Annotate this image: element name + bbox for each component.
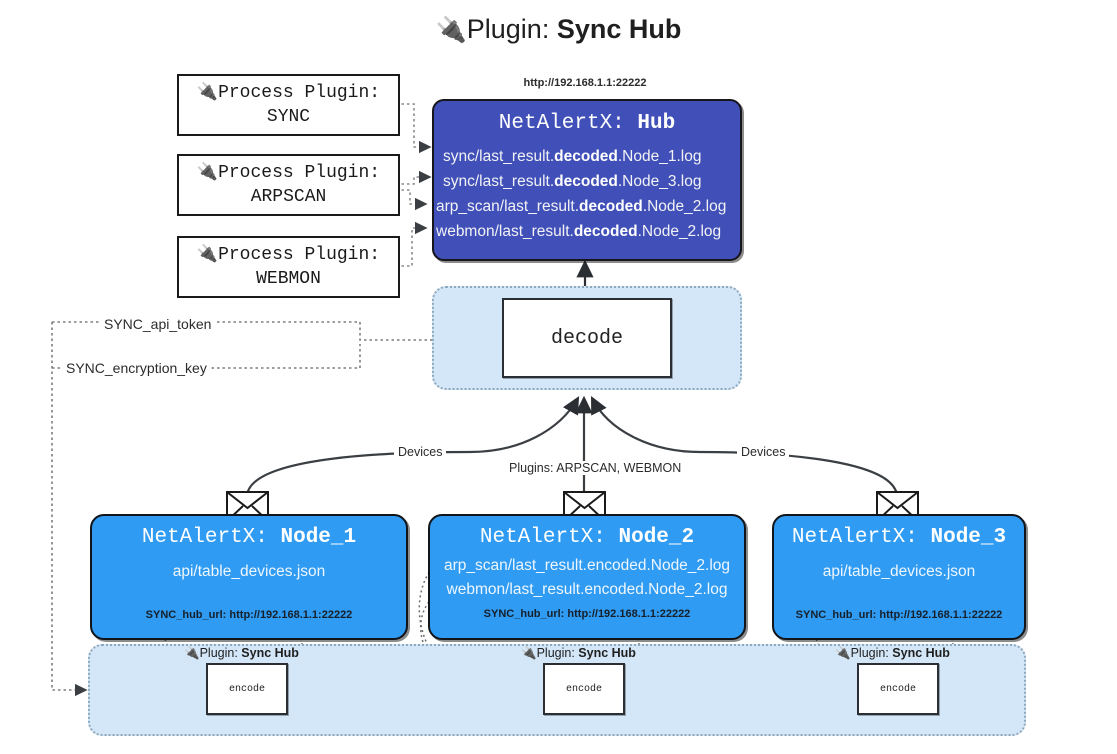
hub-log-line: sync/last_result.decoded.Node_1.log bbox=[443, 148, 702, 165]
node-data-line: arp_scan/last_result.encoded.Node_2.log bbox=[443, 557, 731, 574]
encoder-plugin-label-2: 🔌Plugin: Sync Hub bbox=[521, 645, 636, 660]
encode-box-1[interactable]: encode bbox=[206, 663, 288, 715]
page-title-prefix: Plugin: bbox=[466, 14, 550, 44]
hub-node[interactable]: NetAlertX: Hub sync/last_result.decoded.… bbox=[432, 99, 742, 261]
process-plugin-arpscan-box[interactable]: 🔌Process Plugin: ARPSCAN bbox=[177, 154, 400, 216]
node-3[interactable]: NetAlertX: Node_3 api/table_devices.json… bbox=[772, 514, 1026, 640]
edge-label-devices-left: Devices bbox=[394, 445, 447, 459]
plug-icon: 🔌 bbox=[435, 16, 467, 44]
plug-icon: 🔌 bbox=[196, 81, 219, 102]
process-plugin-name: WEBMON bbox=[256, 269, 321, 289]
node-hub-url: SYNC_hub_url: http://192.168.1.1:22222 bbox=[483, 608, 691, 620]
node-data-line: api/table_devices.json bbox=[172, 563, 326, 580]
page-title-name: Sync Hub bbox=[556, 14, 682, 44]
node-title: NetAlertX: Node_2 bbox=[430, 526, 744, 549]
process-plugin-label: Process Plugin: bbox=[218, 162, 381, 183]
sync-encryption-key-label: SYNC_encryption_key bbox=[62, 360, 211, 376]
hub-log-line: webmon/last_result.decoded.Node_2.log bbox=[436, 223, 722, 241]
node-title: NetAlertX: Node_1 bbox=[92, 526, 406, 549]
encode-box-3[interactable]: encode bbox=[857, 663, 939, 715]
sync-api-token-label: SYNC_api_token bbox=[100, 316, 216, 332]
hub-title-name: Hub bbox=[637, 112, 676, 135]
process-plugin-webmon-box[interactable]: 🔌Process Plugin: WEBMON bbox=[177, 236, 400, 298]
plug-icon: 🔌 bbox=[835, 645, 851, 660]
encode-label: encode bbox=[228, 683, 265, 695]
plug-icon: 🔌 bbox=[521, 645, 537, 660]
encode-box-2[interactable]: encode bbox=[543, 663, 625, 715]
decode-box[interactable]: decode bbox=[502, 298, 672, 378]
hub-url-label: http://192.168.1.1:22222 bbox=[523, 77, 647, 89]
edge-label-devices-right: Devices bbox=[737, 445, 790, 459]
process-plugin-label: Process Plugin: bbox=[218, 244, 381, 265]
node-data-line: api/table_devices.json bbox=[822, 563, 976, 580]
node-title-name: Node_1 bbox=[280, 526, 357, 549]
node-data-line: webmon/last_result.encoded.Node_2.log bbox=[446, 581, 728, 598]
node-title-name: Node_3 bbox=[930, 526, 1007, 549]
node-title-prefix: NetAlertX: bbox=[479, 526, 606, 549]
edge-label-plugins: Plugins: ARPSCAN, WEBMON bbox=[505, 461, 686, 475]
decode-label: decode bbox=[550, 326, 623, 350]
hub-log-line: sync/last_result.decoded.Node_3.log bbox=[443, 173, 702, 191]
process-plugin-name: SYNC bbox=[266, 107, 311, 127]
node-title: NetAlertX: Node_3 bbox=[774, 526, 1024, 549]
node-hub-url: SYNC_hub_url: http://192.168.1.1:22222 bbox=[145, 609, 353, 621]
plug-icon: 🔌 bbox=[196, 161, 219, 182]
node-2[interactable]: NetAlertX: Node_2 arp_scan/last_result.e… bbox=[428, 514, 746, 640]
node-1[interactable]: NetAlertX: Node_1 api/table_devices.json… bbox=[90, 514, 408, 640]
encoder-plugin-label-1: 🔌Plugin: Sync Hub bbox=[184, 645, 299, 660]
process-plugin-label: Process Plugin: bbox=[218, 82, 381, 103]
plug-icon: 🔌 bbox=[184, 645, 200, 660]
encoder-plugin-label-3: 🔌Plugin: Sync Hub bbox=[835, 645, 950, 660]
node-title-name: Node_2 bbox=[618, 526, 695, 549]
node-title-prefix: NetAlertX: bbox=[791, 526, 918, 549]
page-title: 🔌Plugin: Sync Hub bbox=[0, 14, 1117, 45]
hub-title: NetAlertX: Hub bbox=[434, 112, 740, 135]
encode-label: encode bbox=[565, 683, 602, 695]
process-plugin-sync-box[interactable]: 🔌Process Plugin: SYNC bbox=[177, 74, 400, 136]
encode-label: encode bbox=[879, 683, 916, 695]
node-hub-url: SYNC_hub_url: http://192.168.1.1:22222 bbox=[795, 609, 1003, 621]
plug-icon: 🔌 bbox=[196, 243, 219, 264]
process-plugin-name: ARPSCAN bbox=[250, 187, 327, 207]
node-title-prefix: NetAlertX: bbox=[141, 526, 268, 549]
hub-log-line: arp_scan/last_result.decoded.Node_2.log bbox=[436, 198, 727, 216]
hub-title-prefix: NetAlertX: bbox=[498, 112, 625, 135]
